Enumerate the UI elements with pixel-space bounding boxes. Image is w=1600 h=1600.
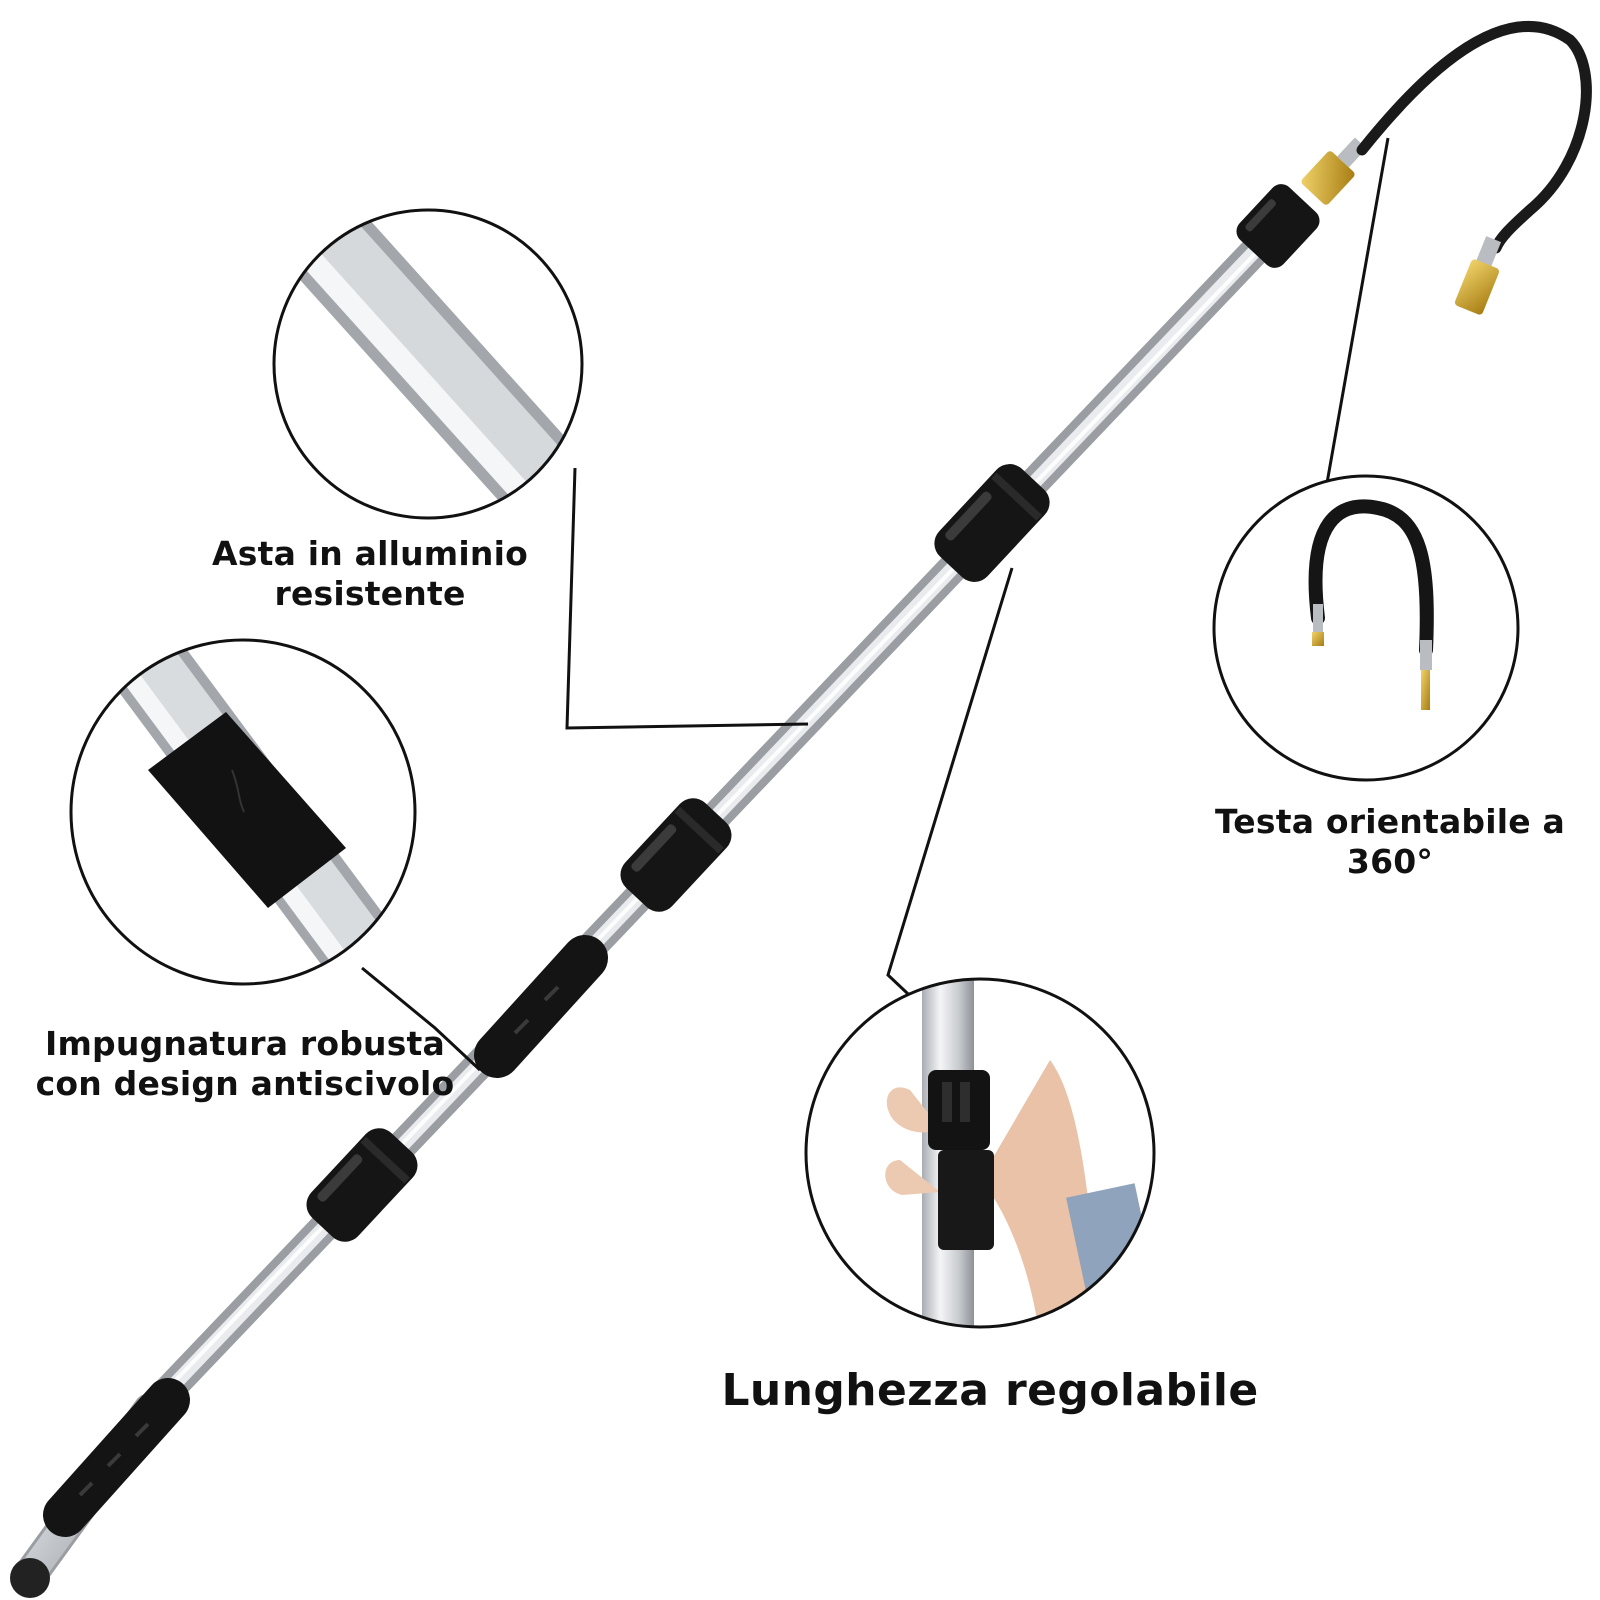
label-swivel-head: Testa orientabile a 360° xyxy=(1200,802,1580,883)
detail-circle-hose xyxy=(1212,474,1520,782)
lock-collar-1 xyxy=(306,1128,418,1242)
lock-collar-top xyxy=(1236,184,1320,268)
callout-line-testa xyxy=(1322,137,1390,501)
label-swivel-head-line1: Testa orientabile a xyxy=(1214,802,1566,841)
label-grip: Impugnatura robusta con design antiscivo… xyxy=(20,1024,470,1105)
label-grip-line1: Impugnatura robusta xyxy=(44,1024,445,1063)
label-adjustable-length-line1: Lunghezza regolabile xyxy=(721,1365,1259,1416)
detail-circle-aluminium xyxy=(272,208,584,520)
detail-circle-grip xyxy=(69,638,417,986)
swivel-hose-icon xyxy=(1356,21,1592,315)
foam-grip-icon xyxy=(97,640,415,984)
foam-grip-lower xyxy=(43,1378,190,1537)
lock-collar-2 xyxy=(620,798,732,912)
label-aluminium-pole: Asta in alluminio resistente xyxy=(190,534,550,615)
swivel-head-icon xyxy=(1308,499,1434,710)
callout-line-asta xyxy=(565,467,809,730)
label-swivel-head-line2: 360° xyxy=(1346,842,1434,882)
aluminium-tube-icon xyxy=(274,210,582,518)
label-adjustable-length: Lunghezza regolabile xyxy=(700,1364,1280,1418)
label-aluminium-pole-line2: resistente xyxy=(274,574,466,614)
label-grip-line2: con design antiscivolo xyxy=(35,1064,455,1104)
detail-circle-hand xyxy=(804,977,1156,1329)
label-aluminium-pole-line1: Asta in alluminio xyxy=(212,534,528,573)
callout-line-impugnatura xyxy=(361,966,482,1072)
pole-bottom-cap xyxy=(10,1558,50,1598)
foam-grip-upper xyxy=(474,935,608,1078)
lock-collar-3 xyxy=(934,464,1050,582)
